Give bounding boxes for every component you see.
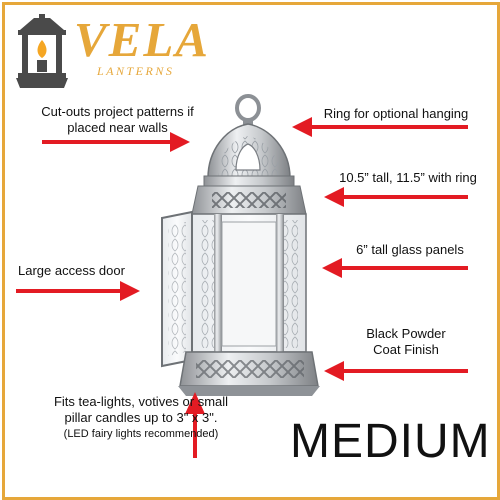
arrow-cutouts — [42, 140, 174, 144]
label-door: Large access door — [18, 263, 125, 278]
label-finish: Black Powder Coat Finish — [336, 326, 476, 358]
arrow-height — [340, 195, 468, 199]
arrow-glass — [338, 266, 468, 270]
arrow-glass-head — [322, 258, 342, 278]
label-fits-line3: (LED fairy lights recommended) — [63, 428, 219, 440]
size-label: MEDIUM — [290, 415, 491, 468]
arrow-door-head — [120, 281, 140, 301]
arrow-cutouts-head — [170, 132, 190, 152]
arrow-fits-head — [185, 392, 205, 414]
lantern-flame-icon — [16, 14, 68, 88]
label-glass: 6” tall glass panels — [356, 242, 464, 257]
callout-arrows — [16, 117, 468, 458]
label-cutouts: Cut-outs project patterns if placed near… — [30, 104, 205, 136]
brand-name: VELA — [74, 12, 210, 67]
label-finish-line2: Coat Finish — [373, 342, 439, 357]
label-ring: Ring for optional hanging — [323, 106, 469, 121]
arrow-height-head — [324, 187, 344, 207]
arrow-ring-head — [292, 117, 312, 137]
arrow-finish-head — [324, 361, 344, 381]
arrow-ring — [308, 125, 468, 129]
label-fits-line1: Fits tea-lights, votives or small — [53, 394, 229, 409]
brand-tagline: LANTERNS — [97, 64, 175, 78]
label-height: 10.5” tall, 11.5” with ring — [339, 170, 477, 185]
arrow-finish — [340, 369, 468, 373]
label-fits: Fits tea-lights, votives or small pillar… — [28, 394, 254, 442]
arrow-door — [16, 289, 124, 293]
label-fits-line2: pillar candles up to 3" x 3". — [64, 410, 218, 425]
label-finish-line1: Black Powder — [366, 326, 446, 341]
arrow-fits — [193, 410, 197, 458]
label-cutouts-line2: placed near walls — [67, 120, 168, 135]
label-cutouts-line1: Cut-outs project patterns if — [41, 104, 194, 119]
lantern-image — [161, 94, 320, 396]
